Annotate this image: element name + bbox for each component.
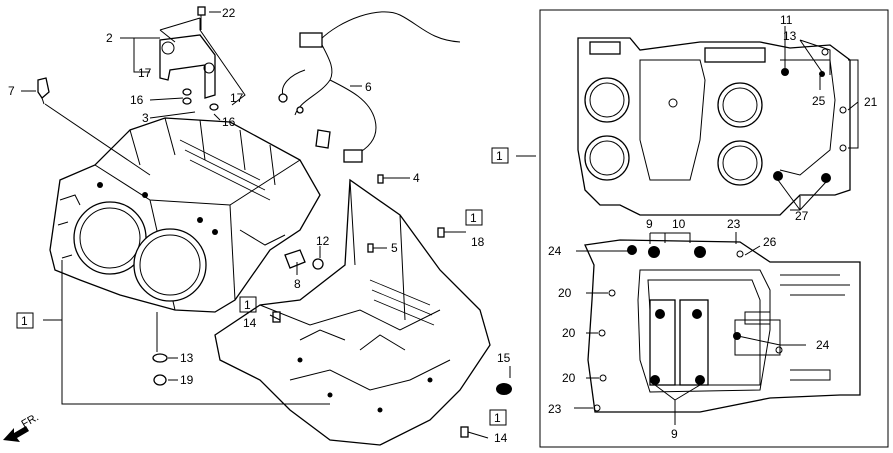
callout-17-left: 17 bbox=[138, 66, 152, 80]
callout-6: 6 bbox=[365, 80, 372, 94]
small-parts bbox=[37, 6, 512, 438]
callout-22: 22 bbox=[222, 6, 236, 20]
callout-9-top: 9 bbox=[646, 217, 653, 231]
callout-16-left: 16 bbox=[130, 93, 144, 107]
callouts: 22 2 17 17 16 16 3 7 6 4 5 12 8 18 14 13… bbox=[8, 6, 878, 445]
callout-24-right: 24 bbox=[816, 338, 830, 352]
callout-8: 8 bbox=[294, 277, 301, 291]
front-arrow-icon bbox=[3, 426, 29, 442]
callout-11: 11 bbox=[780, 13, 793, 27]
callout-26: 26 bbox=[763, 235, 777, 249]
callout-2: 2 bbox=[106, 31, 113, 45]
callout-1-top-mid: 1 bbox=[244, 298, 251, 312]
callout-13-top: 13 bbox=[783, 29, 797, 43]
callout-13-mid: 13 bbox=[180, 351, 194, 365]
callout-12: 12 bbox=[316, 234, 330, 248]
callout-10: 10 bbox=[672, 217, 686, 231]
callout-23-top: 23 bbox=[727, 217, 741, 231]
callout-5: 5 bbox=[391, 241, 398, 255]
callout-21: 21 bbox=[864, 95, 878, 109]
front-label: FR. bbox=[20, 411, 41, 430]
callout-24-left: 24 bbox=[548, 244, 562, 258]
upper-crankcase bbox=[49, 117, 321, 313]
callout-27: 27 bbox=[795, 209, 809, 223]
callout-20-c: 20 bbox=[562, 371, 576, 385]
callout-20-a: 20 bbox=[558, 286, 572, 300]
callout-15: 15 bbox=[497, 351, 511, 365]
callout-14-bottom: 14 bbox=[494, 431, 508, 445]
callout-23-bottom: 23 bbox=[548, 402, 562, 416]
callout-4: 4 bbox=[413, 171, 420, 185]
callout-3: 3 bbox=[142, 111, 149, 125]
callout-7: 7 bbox=[8, 84, 15, 98]
leader-lines-right bbox=[574, 26, 859, 425]
callout-1-bottom: 1 bbox=[494, 411, 501, 425]
callout-14-mid: 14 bbox=[243, 316, 257, 330]
callout-19: 19 bbox=[180, 373, 194, 387]
callout-17-right: 17 bbox=[230, 91, 244, 105]
callout-20-b: 20 bbox=[562, 326, 576, 340]
callout-25: 25 bbox=[812, 94, 826, 108]
callout-9-bottom: 9 bbox=[671, 427, 678, 441]
leader-lines-left bbox=[21, 11, 536, 439]
callout-1-small: 1 bbox=[470, 211, 477, 225]
lower-crankcase bbox=[214, 178, 491, 446]
inset-panel bbox=[539, 9, 889, 448]
callout-1-left: 1 bbox=[21, 314, 28, 328]
callout-16-right: 16 bbox=[222, 115, 236, 129]
callout-1-right-box: 1 bbox=[496, 149, 503, 163]
callout-18: 18 bbox=[471, 235, 485, 249]
wire-harness bbox=[278, 11, 461, 163]
